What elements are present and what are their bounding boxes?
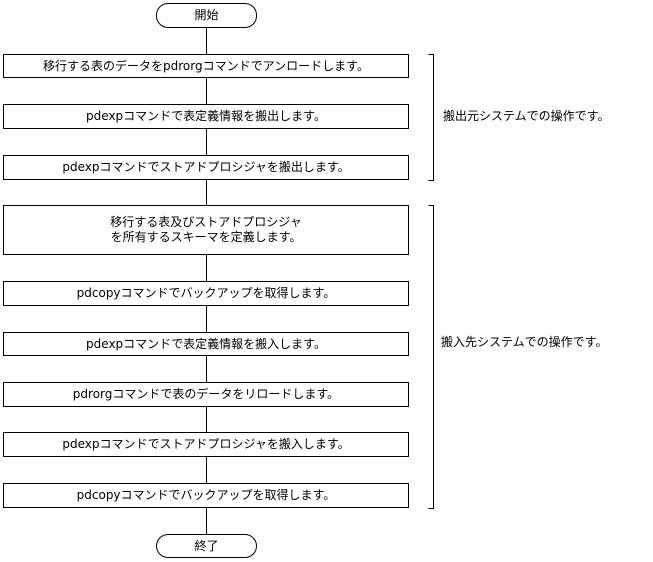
step-backup-1: pdcopyコマンドでバックアップを取得します。 (3, 281, 409, 306)
start-terminal: 開始 (156, 3, 257, 28)
step-backup-2: pdcopyコマンドでバックアップを取得します。 (3, 483, 409, 508)
step-import-table-definitions: pdexpコマンドで表定義情報を搬入します。 (3, 332, 409, 356)
target-bracket (428, 205, 434, 509)
step-export-stored-procedures: pdexpコマンドでストアドプロシジャを搬出します。 (3, 155, 409, 180)
step-unload-data: 移行する表のデータをpdrorgコマンドでアンロードします。 (3, 54, 409, 78)
step-import-stored-procedures: pdexpコマンドでストアドプロシジャを搬入します。 (3, 432, 409, 457)
source-bracket (428, 54, 434, 181)
target-system-note: 搬入先システムでの操作です。 (441, 335, 608, 349)
step-define-schema: 移行する表及びストアドプロシジャ を所有するスキーマを定義します。 (3, 205, 409, 255)
step-export-table-definitions: pdexpコマンドで表定義情報を搬出します。 (3, 104, 409, 129)
end-terminal: 終了 (156, 534, 257, 558)
step-reload-data: pdrorgコマンドで表のデータをリロードします。 (3, 382, 409, 407)
source-system-note: 搬出元システムでの操作です。 (443, 109, 610, 123)
